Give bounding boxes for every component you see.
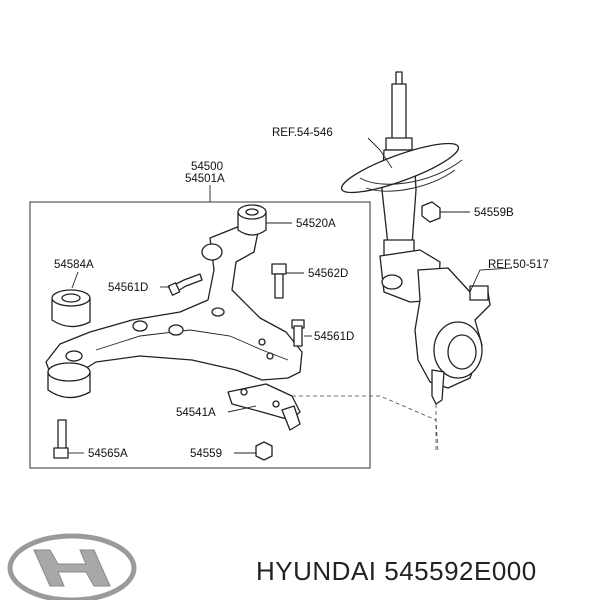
bolt-54561d-right (291, 319, 305, 347)
leader-ref-546 (367, 137, 393, 169)
nut-54559 (255, 441, 273, 461)
steering-knuckle (414, 267, 491, 405)
hyundai-logo (7, 533, 137, 600)
label-ref-50-517: REF.50-517 (488, 259, 549, 271)
leader-54584a (71, 271, 79, 289)
guide-line-ball-joint (292, 395, 439, 453)
label-54565a: 54565A (88, 448, 128, 460)
label-54584a: 54584A (54, 259, 94, 271)
label-54501a: 54501A (185, 173, 225, 185)
ball-joint-54541a (227, 383, 301, 431)
label-54562d: 54562D (308, 268, 348, 280)
label-54500: 54500 (191, 161, 223, 173)
assembly-frame (29, 201, 371, 469)
bushing-54584a (51, 289, 91, 328)
brand-part-number: HYUNDAI 545592E000 (256, 556, 537, 586)
nut-54559b (421, 201, 441, 223)
lower-control-arm (45, 225, 303, 381)
strut-assembly (340, 71, 463, 303)
leader-ref-517 (469, 267, 513, 293)
label-54541a: 54541A (176, 407, 216, 419)
label-54561d-left: 54561D (108, 282, 148, 294)
bolt-54565a (53, 419, 69, 459)
label-ref-54-546: REF.54-546 (272, 127, 333, 139)
bushing-54520a (237, 204, 267, 236)
leader-54541a (227, 405, 257, 413)
label-54520a: 54520A (296, 218, 336, 230)
bolt-54561d-left (167, 273, 203, 296)
label-54561d-right: 54561D (314, 331, 354, 343)
label-54559b: 54559B (474, 207, 514, 219)
label-54559: 54559 (190, 448, 222, 460)
bushing-cup (47, 350, 91, 399)
bolt-54562d (271, 263, 287, 299)
